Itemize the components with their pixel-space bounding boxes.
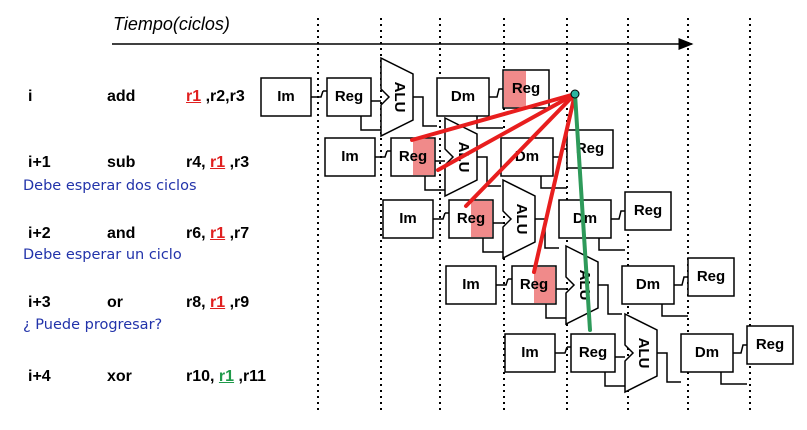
stage-im-label: Im — [341, 148, 359, 165]
stage-dm-label: Dm — [451, 88, 475, 105]
forwarding-line — [573, 92, 592, 332]
instruction-operands: r1 ,r2,r3 — [186, 88, 245, 105]
stage-reg — [570, 333, 616, 373]
instruction-index: i+2 — [28, 225, 51, 242]
stage-im — [324, 137, 376, 177]
instruction-operands: r6, r1 ,r7 — [186, 225, 250, 242]
stage-reg-label: Reg — [399, 148, 427, 165]
stage-reg-writeback-label: Reg — [634, 202, 662, 219]
hazard-line-1 — [410, 92, 577, 142]
stage-reg-label: Reg — [457, 210, 485, 227]
stage-reg — [326, 77, 372, 117]
hazard-line-2 — [436, 92, 577, 172]
stage-dm — [680, 333, 734, 373]
register-highlight: r1 — [210, 225, 226, 242]
instruction-index: i — [28, 88, 33, 105]
instruction-op: sub — [107, 154, 136, 171]
stage-reg-writeback — [624, 191, 672, 231]
hazard-line-3 — [464, 92, 577, 208]
stage-reg-writeback-label: Reg — [576, 140, 604, 157]
stage-alu-label: ALU — [391, 82, 408, 113]
stage-im-label: Im — [399, 210, 417, 227]
source-dot — [570, 89, 580, 99]
pipeline-row-0: Im Reg ALU Dm Reg — [260, 56, 550, 138]
stage-dm-label: Dm — [695, 344, 719, 361]
stall-note-one-cycle: Debe esperar un ciclo — [23, 247, 182, 263]
register-highlight: r1 — [210, 294, 226, 311]
stage-reg-label: Reg — [579, 344, 607, 361]
stage-reg-label: Reg — [520, 276, 548, 293]
instruction-operands: r4, r1 ,r3 — [186, 154, 250, 171]
stage-im — [382, 199, 434, 239]
stage-im-label: Im — [277, 88, 295, 105]
register-highlight: r1 — [218, 368, 235, 385]
instruction-operands: r10, r1 ,r11 — [186, 368, 267, 385]
stall-note-two-cycles: Debe esperar dos ciclos — [23, 178, 197, 194]
stage-alu-label: ALU — [635, 338, 652, 369]
stage-dm — [436, 77, 490, 117]
stage-reg-writeback — [687, 257, 735, 297]
hazard-line-4 — [532, 92, 577, 274]
stage-reg-writeback-label: Reg — [512, 80, 540, 97]
stage-alu — [502, 178, 536, 260]
stage-im-label: Im — [521, 344, 539, 361]
stage-reg-writeback-label: Reg — [756, 336, 784, 353]
instruction-index: i+3 — [28, 294, 51, 311]
stage-im — [445, 265, 497, 305]
time-axis-title: Tiempo(ciclos) — [113, 14, 230, 34]
stage-dm — [500, 137, 554, 177]
stage-reg-writeback — [566, 129, 614, 169]
stage-alu-label: ALU — [513, 204, 530, 235]
instruction-operands: r8, r1 ,r9 — [186, 294, 250, 311]
instruction-op: xor — [107, 368, 132, 385]
pipeline-row-4: Im Reg ALU Dm Reg — [504, 312, 794, 394]
hazard-lines — [410, 92, 577, 274]
instruction-index: i+4 — [28, 368, 51, 385]
instruction-op: and — [107, 225, 136, 242]
register-highlight: r1 — [186, 88, 202, 105]
instruction-op: or — [107, 294, 123, 311]
stage-alu — [380, 56, 414, 138]
stage-im-label: Im — [462, 276, 480, 293]
register-highlight: r1 — [210, 154, 226, 171]
stage-reg-label: Reg — [335, 88, 363, 105]
stage-dm-label: Dm — [636, 276, 660, 293]
instruction-op: add — [107, 88, 136, 105]
instruction-index: i+1 — [28, 154, 51, 171]
stage-reg-writeback — [746, 325, 794, 365]
progress-question-note: ¿ Puede progresar? — [23, 317, 163, 333]
stage-dm-label: Dm — [573, 210, 597, 227]
stage-alu — [624, 312, 658, 394]
stage-reg-writeback-label: Reg — [697, 268, 725, 285]
pipeline-row-2: Im Reg ALU Dm Reg — [382, 178, 672, 260]
